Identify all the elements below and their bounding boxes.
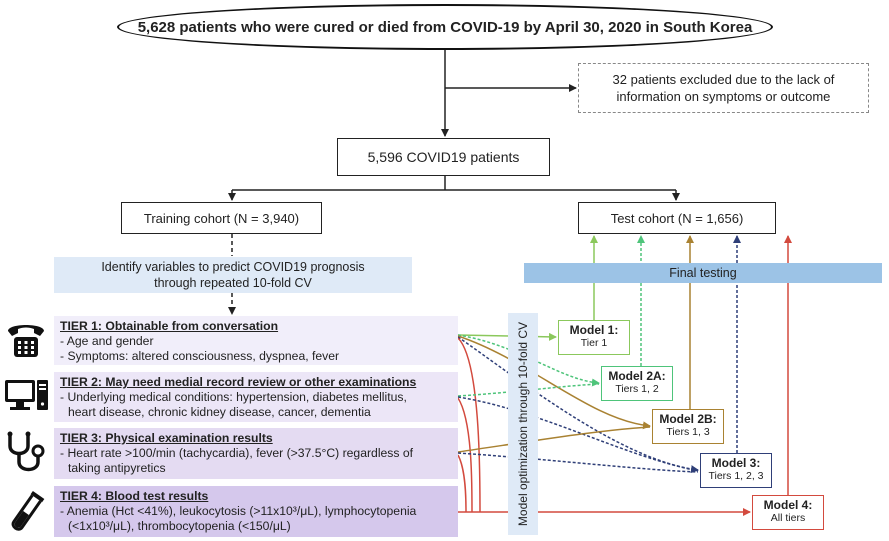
tier-2-line-1: - Underlying medical conditions: hyperte…	[60, 390, 407, 404]
model-2b-tiers: Tiers 1, 3	[666, 426, 710, 438]
excluded-box: 32 patients excluded due to the lack of …	[578, 63, 869, 113]
model-1-name: Model 1:	[569, 323, 619, 337]
excluded-line-1: 32 patients excluded due to the lack of	[612, 72, 835, 87]
excluded-line-2: information on symptoms or outcome	[616, 89, 831, 104]
model-4-tiers: All tiers	[770, 512, 806, 524]
identify-variables-box: Identify variables to predict COVID19 pr…	[54, 257, 412, 293]
study-population-label: 5,628 patients who were cured or died fr…	[137, 18, 753, 36]
model-3-box: Model 3: Tiers 1, 2, 3	[700, 453, 772, 488]
total-patients-label: 5,596 COVID19 patients	[367, 149, 520, 165]
total-patients-box: 5,596 COVID19 patients	[337, 138, 550, 176]
final-testing-label: Final testing	[669, 266, 737, 280]
model-1-box: Model 1: Tier 1	[558, 320, 630, 355]
tier-2-line-2: heart disease, chronic kidney disease, c…	[68, 405, 371, 419]
model-4-name: Model 4:	[763, 498, 813, 512]
model-2a-name: Model 2A:	[608, 369, 666, 383]
tier-2-box: TIER 2: May need medial record review or…	[54, 372, 458, 422]
model-optimization-label: Model optimization through 10-fold CV	[516, 321, 530, 527]
test-cohort-label: Test cohort (N = 1,656)	[610, 210, 744, 226]
tier-4-box: TIER 4: Blood test results - Anemia (Hct…	[54, 486, 458, 537]
tier-1-line-2: - Symptoms: altered consciousness, dyspn…	[60, 349, 340, 363]
final-testing-bar: Final testing	[524, 263, 882, 283]
identify-line-2: through repeated 10-fold CV	[154, 276, 312, 290]
tier-4-title: TIER 4: Blood test results	[60, 489, 209, 503]
model-2a-box: Model 2A: Tiers 1, 2	[601, 366, 673, 401]
tier-4-line-1: - Anemia (Hct <41%), leukocytosis (>11x1…	[60, 504, 417, 518]
model-3-name: Model 3:	[711, 456, 761, 470]
tier-2-title: TIER 2: May need medial record review or…	[60, 375, 417, 389]
model-3-tiers: Tiers 1, 2, 3	[708, 470, 764, 482]
computer-icon	[5, 380, 48, 410]
model-2a-tiers: Tiers 1, 2	[615, 383, 659, 395]
test-cohort-box: Test cohort (N = 1,656)	[578, 202, 776, 234]
tier-3-line-2: taking antipyretics	[68, 461, 166, 475]
model-2b-box: Model 2B: Tiers 1, 3	[652, 409, 724, 444]
training-cohort-label: Training cohort (N = 3,940)	[143, 210, 300, 226]
model-1-tiers: Tier 1	[580, 337, 608, 349]
tier-1-line-1: - Age and gender	[60, 334, 154, 348]
tier-1-title: TIER 1: Obtainable from conversation	[60, 319, 279, 333]
training-cohort-box: Training cohort (N = 3,940)	[121, 202, 322, 234]
tier-4-line-2: (<1x10³/μL), thrombocytopenia (<150/μL)	[68, 519, 291, 533]
study-population-oval: 5,628 patients who were cured or died fr…	[117, 4, 773, 50]
tier-1-box: TIER 1: Obtainable from conversation - A…	[54, 316, 458, 365]
model-2b-name: Model 2B:	[659, 412, 717, 426]
tier-3-title: TIER 3: Physical examination results	[60, 431, 273, 445]
tier-3-line-1: - Heart rate >100/min (tachycardia), fev…	[60, 446, 414, 460]
model-optimization-bar: Model optimization through 10-fold CV	[508, 313, 538, 535]
telephone-icon	[8, 325, 44, 357]
stethoscope-icon	[7, 431, 45, 472]
model-4-box: Model 4: All tiers	[752, 495, 824, 530]
tier-3-box: TIER 3: Physical examination results - H…	[54, 428, 458, 479]
identify-line-1: Identify variables to predict COVID19 pr…	[101, 260, 365, 274]
test-tube-icon	[11, 490, 45, 531]
